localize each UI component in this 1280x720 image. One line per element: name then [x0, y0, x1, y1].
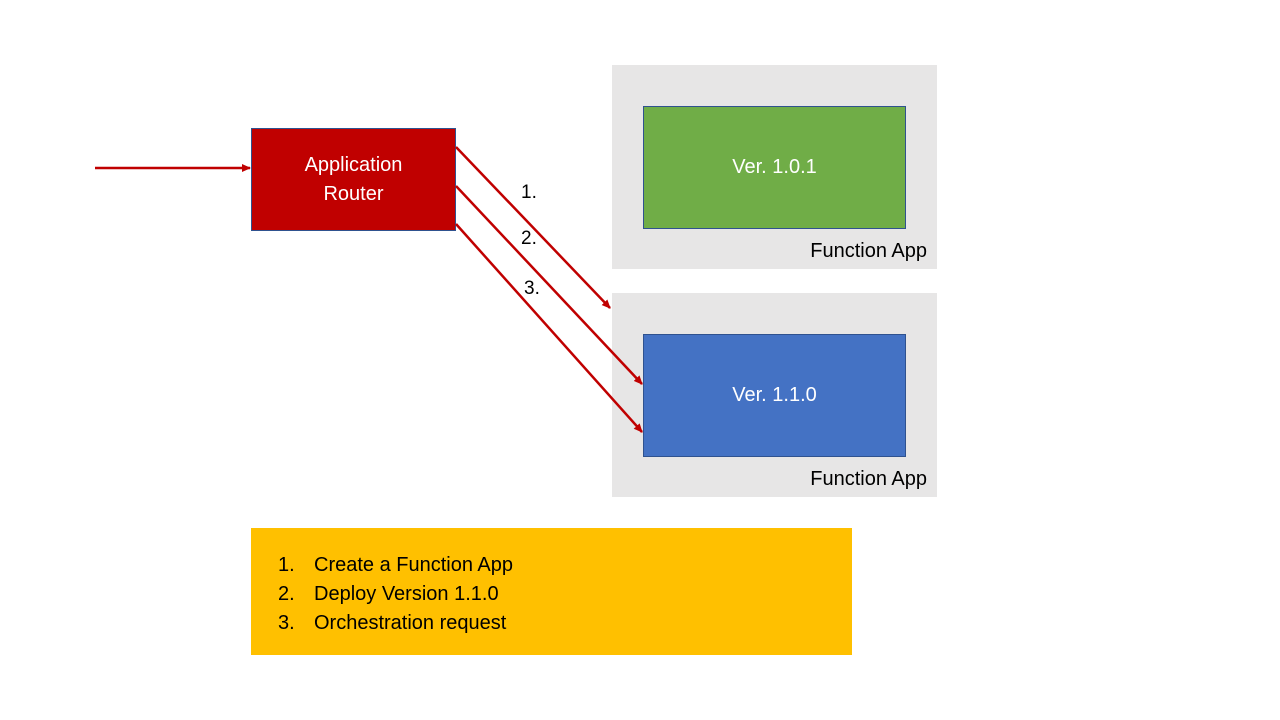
steps-list: 1. Create a Function App 2. Deploy Versi…: [278, 551, 513, 638]
legend-num-3: 3.: [278, 612, 295, 634]
arrow-step-3: [455, 223, 643, 433]
legend-item-2: 2. Deploy Version 1.1.0: [278, 580, 513, 609]
version-label-2: Ver. 1.1.0: [732, 384, 817, 406]
legend-text-3: Orchestration request: [314, 612, 507, 634]
arrow-step-1: [455, 146, 611, 309]
router-label-line1: Application: [304, 153, 403, 176]
legend-item-3: 3. Orchestration request: [278, 609, 513, 638]
version-box-1-1-0: Ver. 1.1.0: [643, 334, 906, 457]
version-box-1-0-1: Ver. 1.0.1: [643, 106, 906, 229]
arrow-step-2: [455, 185, 643, 385]
step-label-2: 2.: [521, 228, 537, 249]
legend-text-1: Create a Function App: [314, 554, 514, 576]
router-label-line2: Router: [323, 182, 384, 205]
legend-num-2: 2.: [278, 583, 295, 605]
application-router: Application Router: [251, 128, 456, 231]
function-app-label-2: Function App: [810, 468, 927, 490]
step-label-3: 3.: [524, 278, 540, 299]
legend-item-1: 1. Create a Function App: [278, 551, 513, 580]
function-app-container-1: Ver. 1.0.1 Function App: [612, 65, 937, 269]
function-app-container-2: Ver. 1.1.0 Function App: [612, 293, 937, 497]
step-label-1: 1.: [521, 182, 537, 203]
version-label-1: Ver. 1.0.1: [732, 156, 817, 178]
legend-text-2: Deploy Version 1.1.0: [314, 583, 499, 605]
function-app-label-1: Function App: [810, 240, 927, 262]
legend-num-1: 1.: [278, 554, 295, 576]
steps-legend: 1. Create a Function App 2. Deploy Versi…: [251, 528, 852, 655]
